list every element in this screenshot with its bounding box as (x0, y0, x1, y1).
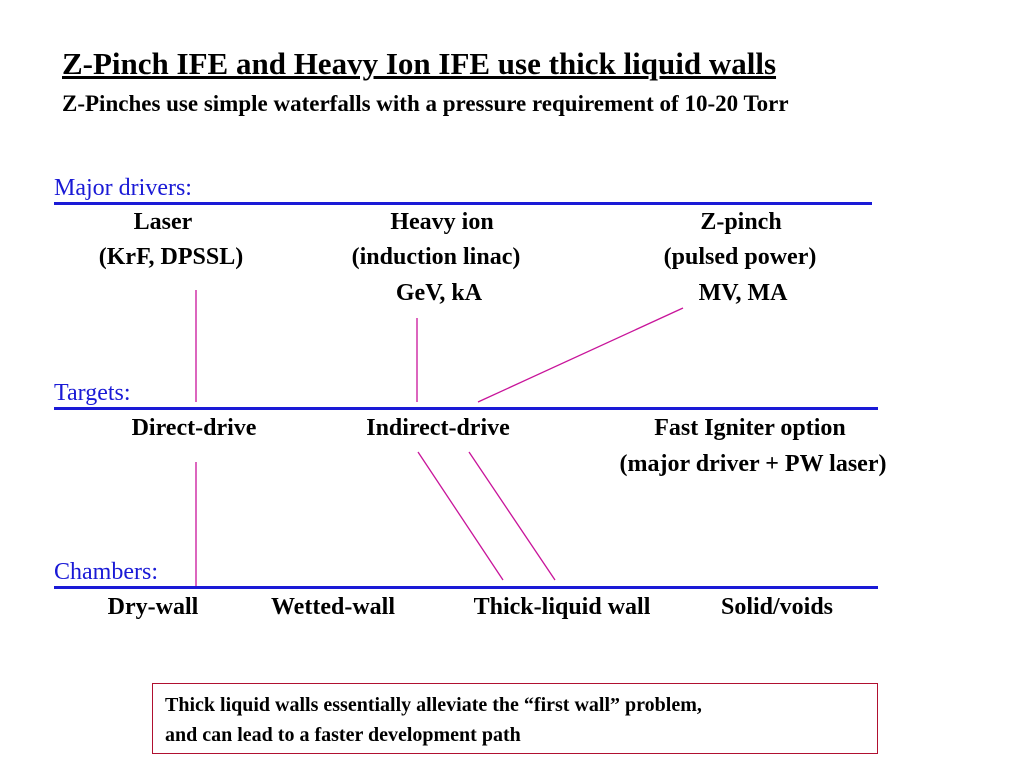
slide-title: Z-Pinch IFE and Heavy Ion IFE use thick … (62, 46, 777, 81)
conclusion-note: Thick liquid walls essentially alleviate… (152, 683, 878, 754)
chamber-dry-wall: Dry-wall (107, 594, 199, 620)
target-fast-igniter: Fast Igniter option (654, 415, 846, 441)
target-fast-igniter-detail: (major driver + PW laser) (619, 451, 887, 477)
chamber-thick-liquid-wall: Thick-liquid wall (473, 594, 651, 620)
driver-heavy-ion-detail: (induction linac) (351, 244, 521, 270)
chambers-label: Chambers: (54, 559, 158, 585)
targets-underline (54, 407, 878, 410)
chamber-solid-voids: Solid/voids (720, 594, 834, 620)
connector-z-pinch-to-indirect-drive (477, 307, 684, 403)
note-line-2: and can lead to a faster development pat… (165, 724, 521, 746)
chambers-underline (54, 586, 878, 589)
driver-heavy-ion-extra: GeV, kA (395, 280, 483, 306)
connector-indirect-drive-to-thick-liquid-b (468, 451, 556, 581)
driver-laser-detail: (KrF, DPSSL) (98, 244, 244, 270)
target-direct-drive: Direct-drive (131, 415, 257, 441)
driver-heavy-ion-name: Heavy ion (390, 209, 494, 235)
driver-z-pinch-name: Z-pinch (700, 209, 782, 235)
slide-subtitle: Z-Pinches use simple waterfalls with a p… (62, 91, 789, 116)
driver-z-pinch-extra: MV, MA (698, 280, 788, 306)
drivers-underline (54, 202, 872, 205)
connector-indirect-drive-to-thick-liquid-a (417, 451, 504, 581)
driver-z-pinch-detail: (pulsed power) (663, 244, 817, 270)
driver-laser-name: Laser (133, 209, 193, 235)
drivers-label: Major drivers: (54, 175, 192, 201)
note-line-1: Thick liquid walls essentially alleviate… (165, 694, 702, 716)
target-indirect-drive: Indirect-drive (366, 415, 510, 441)
chamber-wetted-wall: Wetted-wall (271, 594, 395, 620)
targets-label: Targets: (54, 380, 131, 406)
